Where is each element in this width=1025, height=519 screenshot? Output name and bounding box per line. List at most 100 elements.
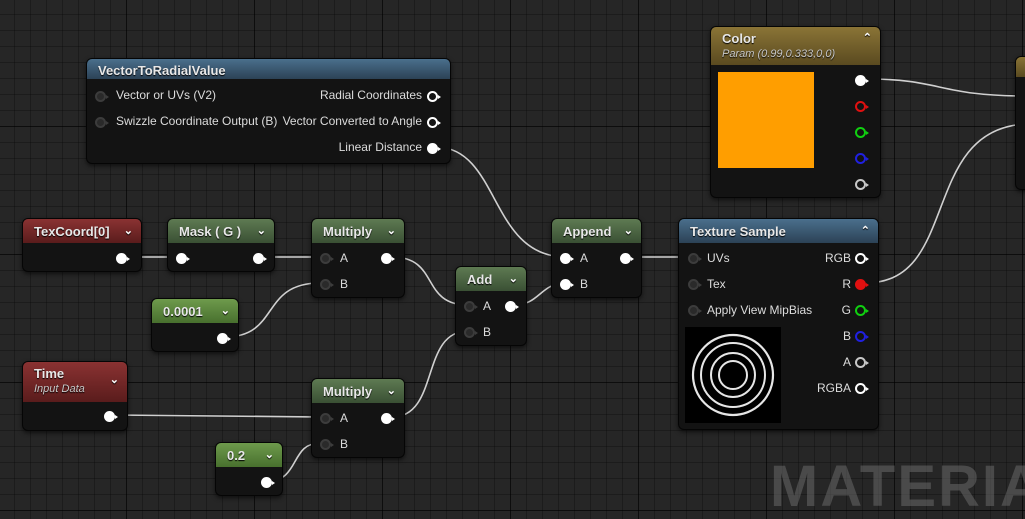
output-pin[interactable]: [217, 333, 231, 344]
input-label-a: A: [340, 411, 349, 425]
input-pin-a[interactable]: [560, 253, 574, 264]
node-constant-0001[interactable]: 0.0001 ⌄: [151, 298, 239, 352]
collapse-chevron-icon[interactable]: ⌄: [123, 225, 133, 237]
node-constant-02[interactable]: 0.2 ⌄: [215, 442, 283, 496]
input-pin-tex[interactable]: [688, 279, 702, 290]
input-pin-swizzle[interactable]: [95, 117, 109, 128]
output-pin-a[interactable]: [855, 179, 869, 190]
node-title: Texture Sample: [690, 224, 786, 239]
wire-multiply2-to-add-b: [391, 330, 469, 418]
node-mask[interactable]: Mask ( G ) ⌄: [167, 218, 275, 272]
output-label-rgb: RGB: [824, 251, 851, 265]
output-pin-rgb[interactable]: [855, 75, 869, 86]
input-label-a: A: [340, 251, 349, 265]
texture-preview: [685, 327, 781, 423]
wire-const1-to-multiply1-b: [224, 282, 321, 338]
input-pin-a[interactable]: [320, 253, 334, 264]
node-title: 0.0001: [163, 304, 203, 319]
output-pin-radial-coordinates[interactable]: [427, 91, 441, 102]
input-pin-uvs[interactable]: [688, 253, 702, 264]
node-title: VectorToRadialValue: [98, 63, 226, 78]
node-header[interactable]: Add ⌄: [456, 267, 526, 291]
node-multiply-2[interactable]: Multiply ⌄ A B: [311, 378, 405, 458]
node-offscreen[interactable]: [1015, 56, 1025, 190]
collapse-chevron-icon[interactable]: ⌄: [508, 273, 518, 285]
node-vector-to-radial-value[interactable]: VectorToRadialValue Vector or UVs (V2) S…: [86, 58, 451, 164]
input-pin-b[interactable]: [464, 327, 478, 338]
node-multiply-1[interactable]: Multiply ⌄ A B: [311, 218, 405, 298]
output-pin-vector-angle[interactable]: [427, 117, 441, 128]
input-label-a: A: [483, 299, 492, 313]
collapse-chevron-icon[interactable]: ⌄: [623, 225, 633, 237]
collapse-chevron-icon[interactable]: ⌄: [386, 385, 396, 397]
output-pin-rgba[interactable]: [855, 383, 869, 394]
input-label-mipbias: Apply View MipBias: [707, 303, 813, 317]
collapse-chevron-icon[interactable]: ⌄: [109, 374, 119, 386]
wire-multiply1-to-add-a: [391, 256, 469, 306]
node-header[interactable]: Time Input Data ⌄: [23, 362, 127, 402]
input-pin-b[interactable]: [320, 279, 334, 290]
node-header[interactable]: 0.0001 ⌄: [152, 299, 238, 323]
node-texture-sample[interactable]: Texture Sample ⌃ UVs Tex Apply View MipB…: [678, 218, 879, 430]
output-pin[interactable]: [261, 477, 275, 488]
input-pin-mipbias[interactable]: [688, 305, 702, 316]
output-pin[interactable]: [620, 253, 634, 264]
node-title: Multiply: [323, 384, 373, 399]
node-header[interactable]: Texture Sample ⌃: [679, 219, 878, 243]
node-header[interactable]: Mask ( G ) ⌄: [168, 219, 274, 243]
node-subtitle: Param (0.99,0.333,0,0): [722, 48, 836, 60]
input-label-b: B: [580, 277, 589, 291]
node-add[interactable]: Add ⌄ A B: [455, 266, 527, 346]
output-pin[interactable]: [116, 253, 130, 264]
output-pin-rgb[interactable]: [855, 253, 869, 264]
node-header[interactable]: Append ⌄: [552, 219, 641, 243]
output-pin[interactable]: [381, 413, 395, 424]
output-pin[interactable]: [104, 411, 118, 422]
node-header[interactable]: 0.2 ⌄: [216, 443, 282, 467]
node-append[interactable]: Append ⌄ A B: [551, 218, 642, 298]
node-color-param[interactable]: Color Param (0.99,0.333,0,0) ⌃: [710, 26, 881, 198]
node-header[interactable]: Color Param (0.99,0.333,0,0) ⌃: [711, 27, 880, 65]
output-pin-r[interactable]: [855, 279, 869, 290]
input-label-vector-or-uvs: Vector or UVs (V2): [116, 88, 217, 102]
collapse-chevron-icon[interactable]: ⌄: [386, 225, 396, 237]
output-pin[interactable]: [505, 301, 519, 312]
node-header[interactable]: TexCoord[0] ⌄: [23, 219, 141, 243]
output-label-a: A: [842, 355, 851, 369]
collapse-chevron-icon[interactable]: ⌄: [256, 225, 266, 237]
input-pin-b[interactable]: [560, 279, 574, 290]
wire-time-to-multiply2-a: [114, 414, 321, 418]
output-pin-g[interactable]: [855, 305, 869, 316]
output-pin-g[interactable]: [855, 127, 869, 138]
collapse-chevron-icon[interactable]: ⌄: [220, 305, 230, 317]
input-pin-a[interactable]: [320, 413, 334, 424]
output-pin-a[interactable]: [855, 357, 869, 368]
wire-linear-distance-to-append-a: [437, 146, 567, 258]
collapse-chevron-icon[interactable]: ⌄: [264, 449, 274, 461]
input-pin-a[interactable]: [464, 301, 478, 312]
node-title: 0.2: [227, 448, 246, 463]
output-pin-r[interactable]: [855, 101, 869, 112]
input-label-b: B: [340, 277, 349, 291]
output-pin-b[interactable]: [855, 153, 869, 164]
input-pin[interactable]: [176, 253, 190, 264]
input-pin-b[interactable]: [320, 439, 334, 450]
node-texcoord[interactable]: TexCoord[0] ⌄: [22, 218, 142, 272]
collapse-chevron-icon[interactable]: ⌃: [860, 225, 870, 237]
node-header[interactable]: Multiply ⌄: [312, 219, 404, 243]
output-pin[interactable]: [381, 253, 395, 264]
output-pin[interactable]: [253, 253, 267, 264]
input-label-swizzle: Swizzle Coordinate Output (B): [116, 114, 278, 128]
color-swatch: [718, 72, 814, 168]
input-label-b: B: [483, 325, 492, 339]
node-header[interactable]: VectorToRadialValue: [87, 59, 450, 79]
output-pin-linear-distance[interactable]: [427, 143, 441, 154]
node-time[interactable]: Time Input Data ⌄: [22, 361, 128, 431]
collapse-chevron-icon[interactable]: ⌃: [862, 32, 872, 44]
input-pin-vector-or-uvs[interactable]: [95, 91, 109, 102]
node-subtitle: Input Data: [34, 383, 85, 395]
node-header[interactable]: Multiply ⌄: [312, 379, 404, 403]
output-pin-b[interactable]: [855, 331, 869, 342]
output-label-rgba: RGBA: [816, 381, 851, 395]
output-label-b: B: [842, 329, 851, 343]
